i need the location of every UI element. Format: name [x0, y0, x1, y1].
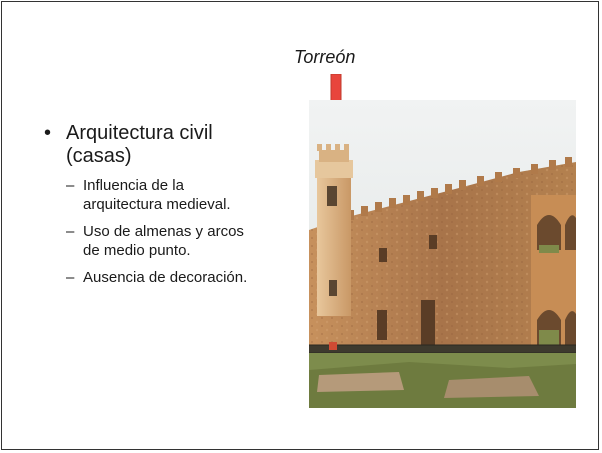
- sub-bullet-2-line2: de medio punto.: [83, 242, 191, 259]
- bullet-main-line1: Arquitectura civil: [66, 122, 213, 144]
- dash-icon: –: [66, 177, 75, 194]
- sub-bullet-1-line2: arquitectura medieval.: [83, 196, 231, 213]
- torreon-callout-label: Torreón: [294, 47, 356, 67]
- bullet-dot-icon: •: [44, 122, 52, 144]
- dash-icon: –: [66, 269, 75, 286]
- palace-photo: [309, 100, 576, 408]
- sub-bullet-1-line1: Influencia de la: [83, 177, 184, 194]
- sub-bullet-2: – Uso de almenas y arcos de medio punto.: [44, 223, 299, 260]
- sub-bullet-3-line1: Ausencia de decoración.: [83, 269, 248, 286]
- bullet-main-line2: (casas): [66, 145, 132, 167]
- bullet-main: • Arquitectura civil (casas): [44, 122, 299, 168]
- dash-icon: –: [66, 223, 75, 240]
- sub-bullet-2-line1: Uso de almenas y arcos: [83, 223, 244, 240]
- sub-bullet-1: – Influencia de la arquitectura medieval…: [44, 177, 299, 214]
- bullet-list: • Arquitectura civil (casas) – Influenci…: [44, 122, 299, 287]
- sub-bullet-3: – Ausencia de decoración.: [44, 269, 299, 287]
